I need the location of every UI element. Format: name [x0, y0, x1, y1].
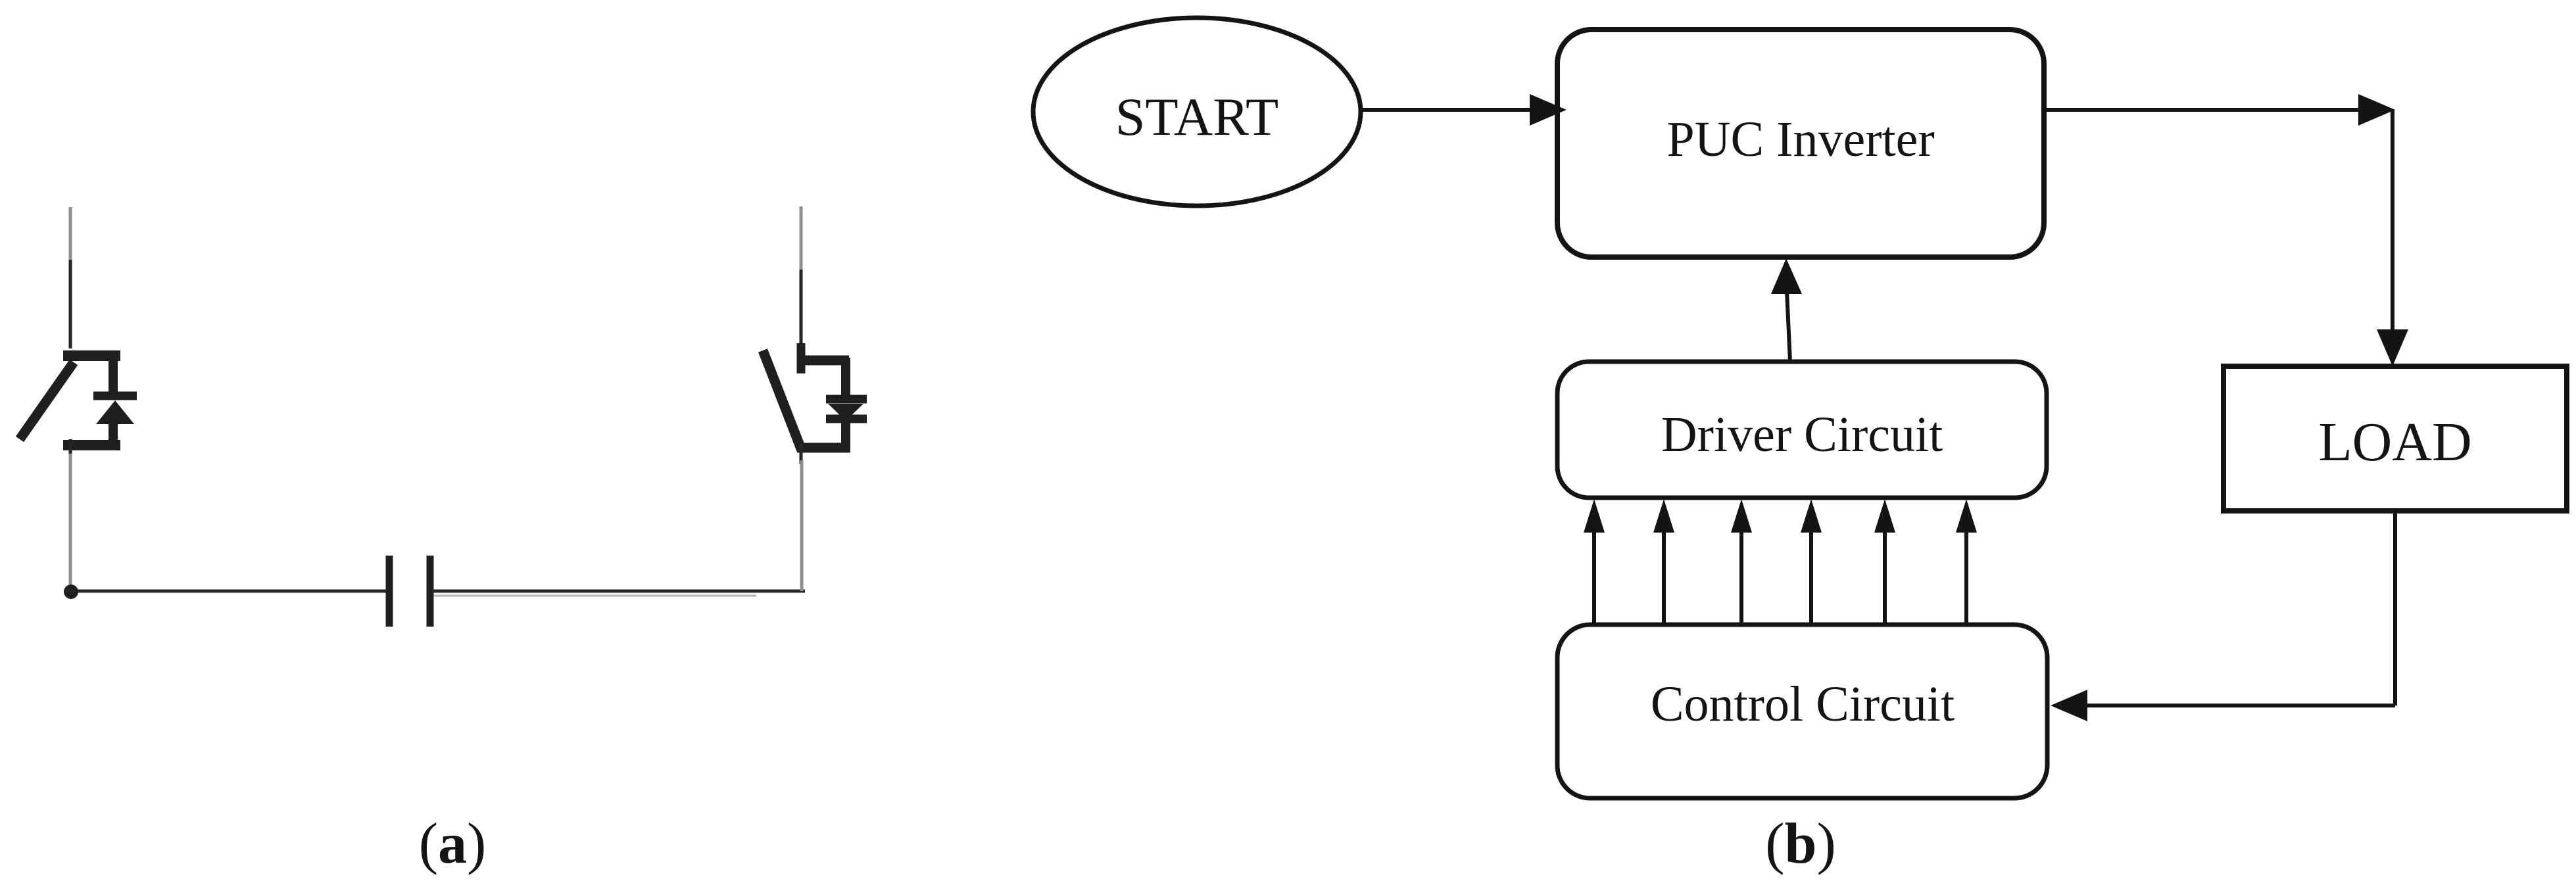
driver-circuit-box — [1555, 359, 2049, 500]
gate-arrow-2 — [1653, 499, 1674, 625]
gate-arrow-3-head-icon — [1731, 499, 1752, 533]
panel-a-caption-letter: a — [438, 812, 467, 876]
panel-a-caption: (a) — [419, 812, 487, 876]
puc-inverter-label: PUC Inverter — [1666, 112, 1934, 167]
right-diode-triangle-icon — [828, 404, 863, 421]
panel-b-caption-letter: b — [1785, 812, 1817, 876]
right-switch-blade-icon — [758, 348, 806, 452]
load-label: LOAD — [2318, 412, 2471, 473]
panel-a: (a) — [15, 206, 867, 876]
gate-arrow-1 — [1584, 499, 1605, 625]
gate-arrow-4 — [1801, 499, 1822, 625]
control-circuit-box — [1555, 622, 2050, 801]
gate-arrow-5 — [1874, 499, 1895, 625]
left-switch-blade-icon — [15, 359, 78, 442]
arrow-start-to-puc-head-icon — [1530, 94, 1567, 126]
gate-arrow-6-head-icon — [1956, 499, 1977, 533]
gate-arrow-3 — [1731, 499, 1752, 625]
panel-b: START PUC Inverter LOAD Driver Circuit — [1031, 15, 2569, 876]
driver-circuit-label: Driver Circuit — [1661, 407, 1943, 462]
arrow-puc-to-load-head-icon — [2377, 329, 2408, 366]
panel-b-caption: (b) — [1765, 812, 1836, 876]
arrow-load-to-control-head-icon — [2051, 690, 2087, 721]
puc-inverter-box — [1555, 27, 2047, 260]
panel-a-caption-open: ( — [419, 812, 438, 876]
left-switch-diode-icon — [15, 207, 137, 590]
gate-signal-arrows — [1584, 499, 1977, 625]
arrow-driver-to-puc — [1771, 258, 1802, 362]
arrow-load-to-control — [2051, 511, 2397, 721]
arrow-start-to-puc — [1361, 94, 1567, 126]
arrow-driver-to-puc-head-icon — [1771, 258, 1802, 294]
gate-arrow-1-head-icon — [1584, 499, 1605, 533]
arrow-puc-to-load-corner-head-icon — [2358, 94, 2395, 126]
capacitor-icon — [64, 556, 805, 627]
start-ellipse — [1031, 15, 1363, 208]
gate-arrow-5-head-icon — [1874, 499, 1895, 533]
control-circuit-label: Control Circuit — [1651, 677, 1955, 732]
panel-b-caption-open: ( — [1765, 812, 1784, 876]
start-label: START — [1115, 87, 1278, 147]
gate-arrow-6 — [1956, 499, 1977, 625]
panel-a-caption-close: ) — [467, 812, 486, 876]
arrow-puc-to-load — [2044, 94, 2408, 366]
right-switch-diode-icon — [758, 206, 867, 591]
gate-arrow-4-head-icon — [1801, 499, 1822, 533]
gate-arrow-2-head-icon — [1653, 499, 1674, 533]
arrow-driver-to-puc-line — [1785, 291, 1792, 362]
panel-b-caption-close: ) — [1816, 812, 1835, 876]
left-diode-triangle-icon — [96, 400, 134, 424]
